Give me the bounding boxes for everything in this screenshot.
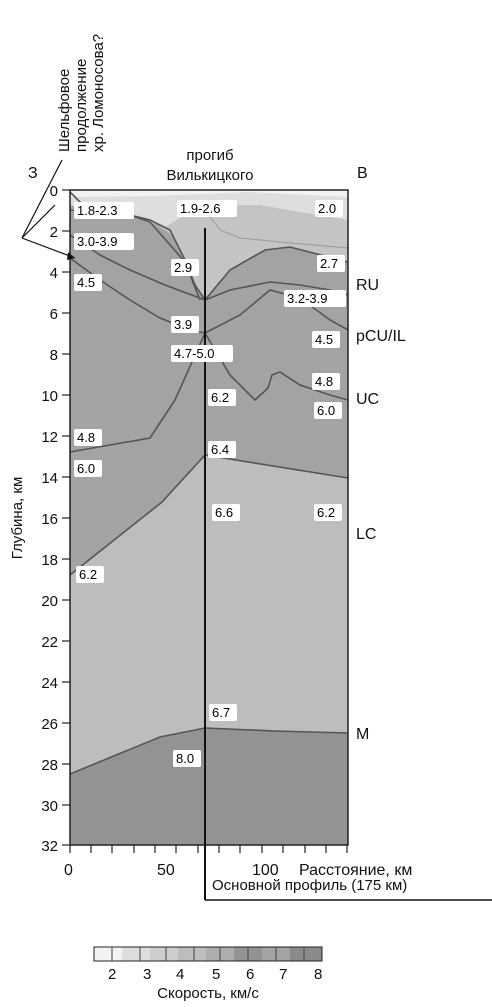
- velocity-label: 4.7-5.0: [174, 346, 214, 361]
- x-tick-label: 50: [157, 862, 175, 879]
- velocity-label: 4.5: [315, 332, 333, 347]
- scale-tick-label: 3: [143, 966, 151, 983]
- shelf-arrow-head: [67, 252, 75, 260]
- layer-lower-crust: [70, 455, 348, 774]
- velocity-label: 8.0: [176, 751, 194, 766]
- west-mark: З: [28, 165, 38, 182]
- y-axis-title: Глубина, км: [9, 477, 26, 560]
- shelf-pointer: [21, 159, 76, 259]
- layer-ru: [70, 190, 348, 300]
- velocity-label: 6.2: [211, 390, 229, 405]
- velocity-label: 4.8: [315, 374, 333, 389]
- layer-label-lc: LC: [356, 526, 376, 543]
- velocity-label: 1.8-2.3: [77, 203, 117, 218]
- layer-label-pcu: pCU/IL: [356, 328, 406, 345]
- velocity-label: 6.7: [212, 705, 230, 720]
- shelf-label-line3: хр. Ломоносова?: [90, 34, 107, 152]
- header: З В прогиб Вилькицкого Шельфовое продолж…: [21, 34, 368, 260]
- velocity-label: 4.5: [77, 275, 95, 290]
- y-axis: 0 2 4 6 8 10 12 14 16 18 20 22 24 26 28 …: [9, 183, 70, 855]
- boundary-uc-east: [204, 332, 349, 402]
- y-tick-label: 22: [41, 634, 58, 651]
- layer-label-uc: UC: [356, 391, 379, 408]
- y-tick-label: 14: [41, 470, 58, 487]
- scale-tick-label: 5: [212, 966, 220, 983]
- velocity-label: 3.9: [174, 317, 192, 332]
- y-tick-label: 20: [41, 593, 58, 610]
- layer-upper-crust: [70, 190, 348, 575]
- y-tick-label: 6: [50, 306, 58, 323]
- boundary-uc-west: [69, 332, 206, 453]
- x-tick-label: 0: [64, 862, 73, 879]
- y-tick-label: 0: [50, 183, 58, 200]
- layer-labels: RU pCU/IL UC LC M: [356, 277, 406, 743]
- velocity-label: 6.2: [317, 505, 335, 520]
- y-tick-label: 24: [41, 675, 58, 692]
- scale-tick-label: 2: [108, 966, 116, 983]
- scale-tick-label: 6: [246, 966, 254, 983]
- y-tick-label: 28: [41, 757, 58, 774]
- y-tick-label: 16: [41, 511, 58, 528]
- y-tick-label: 10: [41, 388, 58, 405]
- velocity-label: 3.2-3.9: [287, 291, 327, 306]
- y-tick-label: 12: [41, 429, 58, 446]
- velocity-label: 6.0: [77, 461, 95, 476]
- velocity-label: 3.0-3.9: [77, 234, 117, 249]
- velocity-label: 1.9-2.6: [180, 201, 220, 216]
- y-tick-label: 30: [41, 798, 58, 815]
- velocity-label: 2.0: [318, 201, 336, 216]
- boundary-lc: [69, 454, 349, 576]
- scale-tick-label: 7: [279, 966, 287, 983]
- shelf-label-line1: Шельфовое: [56, 69, 73, 152]
- x-tick-label: 100: [252, 862, 279, 879]
- velocity-label: 2.9: [174, 260, 192, 275]
- velocity-label: 2.7: [320, 256, 338, 271]
- velocity-scale: 2 3 4 5 6 7 8 Скорость, км/с: [93, 946, 323, 1002]
- velocity-label: 6.2: [79, 567, 97, 582]
- y-tick-label: 32: [41, 838, 58, 855]
- scale-title: Скорость, км/с: [157, 985, 259, 1002]
- trough-label-line1: прогиб: [186, 147, 233, 164]
- trough-label-line2: Вилькицкого: [166, 167, 253, 184]
- velocity-label: 6.0: [317, 403, 335, 418]
- layer-label-m: M: [356, 726, 369, 743]
- x-axis: 0 50 100 Расстояние, км: [64, 845, 412, 879]
- contour-sediment: [204, 209, 348, 249]
- velocity-label: 6.4: [211, 442, 229, 457]
- shelf-label-line2: продолжение: [73, 59, 90, 152]
- main-profile-label: Основной профиль (175 км): [212, 877, 407, 894]
- velocity-label: 6.6: [215, 505, 233, 520]
- east-mark: В: [357, 165, 368, 182]
- layer-label-ru: RU: [356, 277, 379, 294]
- y-tick-label: 2: [50, 224, 58, 241]
- y-tick-label: 18: [41, 552, 58, 569]
- scale-tick-label: 4: [176, 966, 184, 983]
- layer-top-sediments: [70, 190, 348, 197]
- y-tick-label: 26: [41, 716, 58, 733]
- scale-tick-label: 8: [314, 966, 322, 983]
- velocity-labels: 1.8-2.3 1.9-2.6 2.0 3.0-3.9 2.9 2.7 4.5 …: [74, 200, 346, 767]
- x-axis-title: Расстояние, км: [299, 862, 412, 879]
- y-tick-label: 8: [50, 347, 58, 364]
- y-tick-label: 4: [50, 265, 58, 282]
- velocity-label: 4.8: [77, 430, 95, 445]
